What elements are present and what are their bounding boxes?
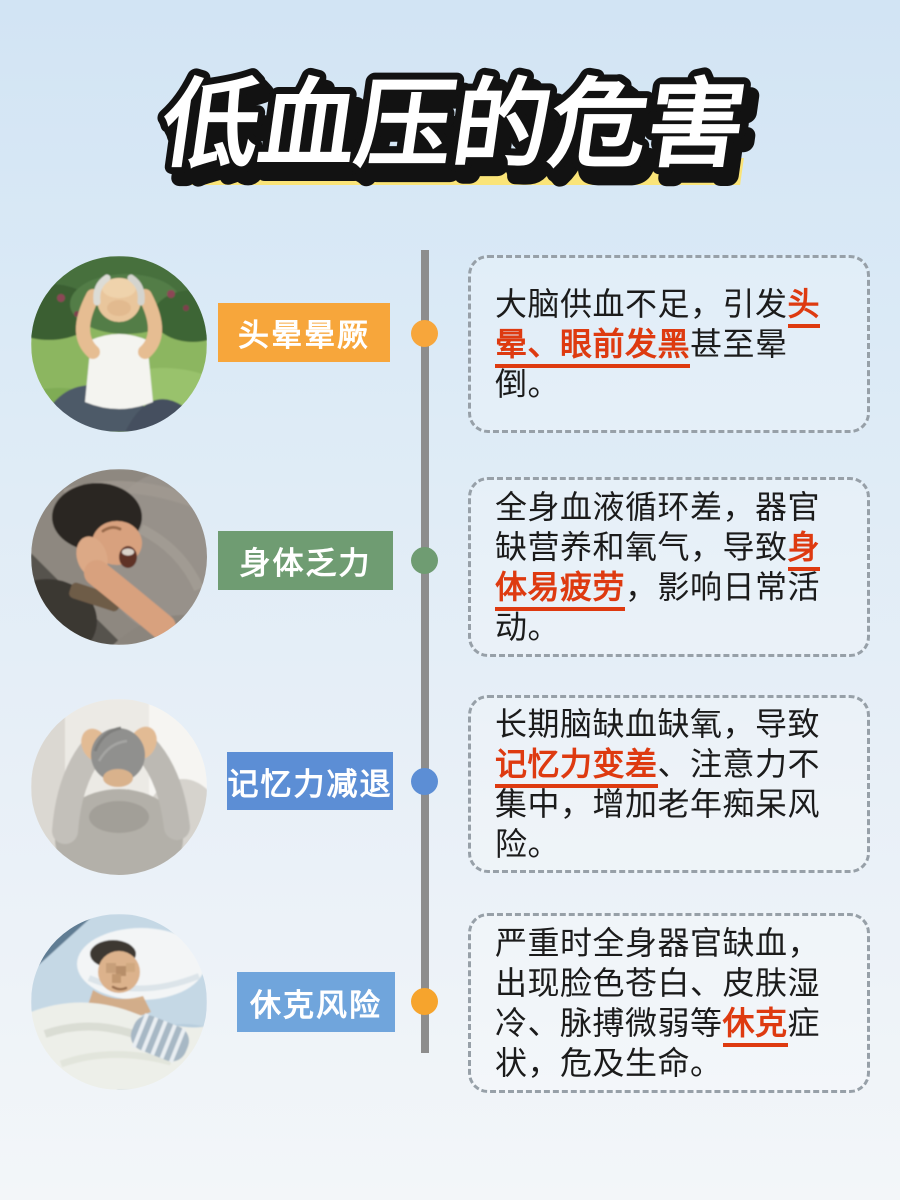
section-label-text: 头晕晕厥 — [238, 318, 370, 354]
timeline-dot-1 — [411, 320, 438, 347]
timeline-line — [421, 250, 429, 1053]
section-label-badge-dizziness: 头晕晕厥 — [218, 303, 390, 362]
photo-patient-in-hospital-bed — [31, 914, 207, 1090]
section-label-badge-memory: 记忆力减退 — [227, 752, 393, 810]
section-photo-shock — [31, 914, 207, 1090]
section-photo-dizziness — [31, 256, 207, 432]
description-text: 全身血液循环差，器官缺营养和氧气，导致身体易疲劳，影响日常活动。 — [495, 488, 821, 646]
description-card-fatigue: 全身血液循环差，器官缺营养和氧气，导致身体易疲劳，影响日常活动。 — [468, 477, 870, 657]
page-title: 低血压的危害 低血压的危害 — [148, 61, 768, 195]
description-card-dizziness: 大脑供血不足，引发头晕、眼前发黑甚至晕倒。 — [468, 255, 870, 433]
section-label-text: 身体乏力 — [239, 546, 372, 582]
section-label-badge-shock: 休克风险 — [237, 972, 395, 1032]
timeline-dot-2 — [411, 547, 438, 574]
description-card-memory: 长期脑缺血缺氧，导致记忆力变差、注意力不集中，增加老年痴呆风险。 — [468, 695, 870, 873]
page-title-shadow: 低血压的危害 — [162, 79, 760, 191]
page-title-text: 低血压的危害 — [155, 68, 753, 180]
description-text: 严重时全身器官缺血，出现脸色苍白、皮肤湿冷、脉搏微弱等休克症状，危及生命。 — [495, 924, 821, 1082]
description-text: 大脑供血不足，引发头晕、眼前发黑甚至晕倒。 — [495, 285, 821, 403]
section-label-badge-fatigue: 身体乏力 — [218, 531, 393, 590]
section-photo-memory — [31, 699, 207, 875]
section-photo-fatigue — [31, 469, 207, 645]
section-label-text: 记忆力减退 — [227, 766, 393, 803]
timeline-dot-4 — [411, 988, 438, 1015]
timeline-dot-3 — [411, 768, 438, 795]
photo-man-yawning-in-bed — [31, 469, 207, 645]
photo-elderly-man-dizzy — [31, 256, 207, 432]
section-label-text: 休克风险 — [250, 987, 382, 1024]
description-text: 长期脑缺血缺氧，导致记忆力变差、注意力不集中，增加老年痴呆风险。 — [495, 705, 821, 863]
photo-elderly-man-holding-head — [31, 699, 207, 875]
description-card-shock: 严重时全身器官缺血，出现脸色苍白、皮肤湿冷、脉搏微弱等休克症状，危及生命。 — [468, 913, 870, 1093]
